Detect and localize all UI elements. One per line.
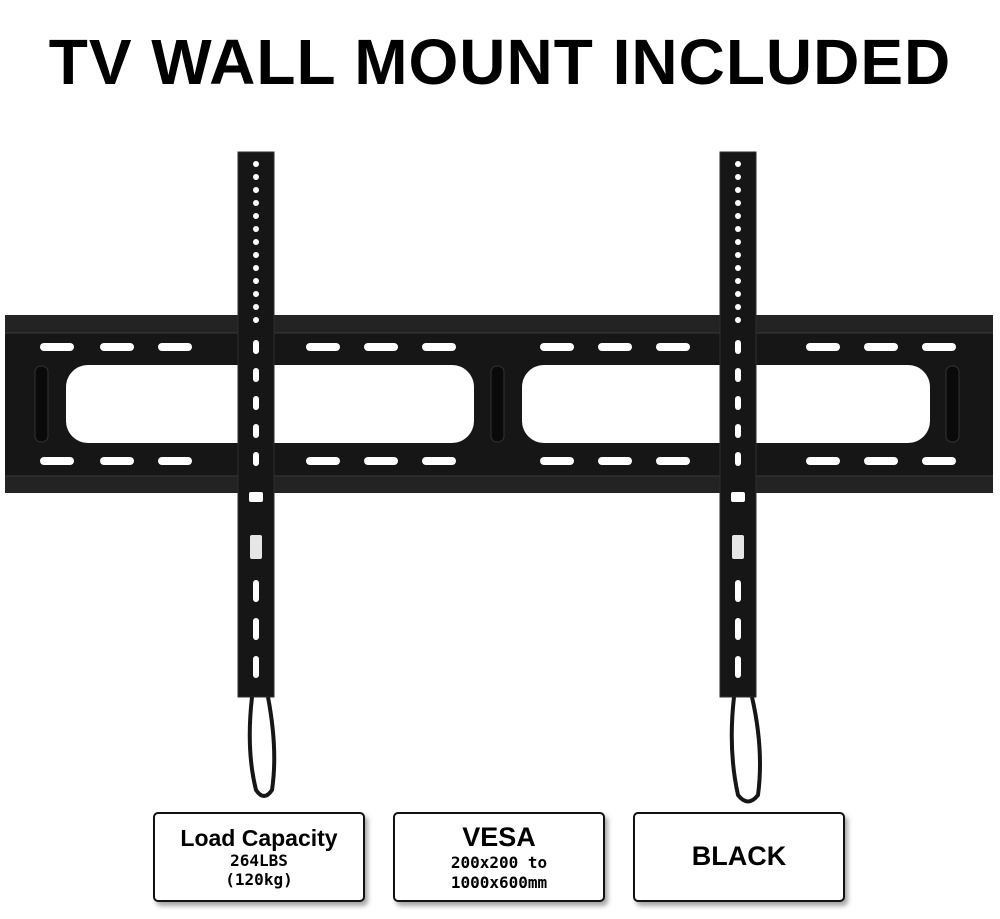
vesa-box: VESA 200x200 to 1000x600mm (393, 812, 605, 902)
wall-plate (5, 315, 993, 493)
headline: TV WALL MOUNT INCLUDED (48, 26, 952, 98)
tv-wall-mount-image (5, 151, 993, 804)
load-capacity-kg: (120kg) (225, 870, 293, 890)
mounting-arm-right (719, 151, 762, 804)
vesa-min: 200x200 to (450, 853, 548, 873)
load-capacity-lbs: 264LBS (230, 851, 288, 871)
vesa-max: 1000x600mm (450, 872, 548, 892)
mounting-arm-left (237, 151, 277, 798)
load-capacity-title: Load Capacity (180, 824, 338, 851)
color-title: BLACK (691, 841, 787, 872)
plate-slots-bottom (40, 457, 956, 465)
load-capacity-box: Load Capacity 264LBS (120kg) (153, 812, 365, 902)
plate-slots-top (40, 343, 956, 351)
vesa-title: VESA (462, 822, 536, 853)
color-box: BLACK (633, 812, 845, 902)
